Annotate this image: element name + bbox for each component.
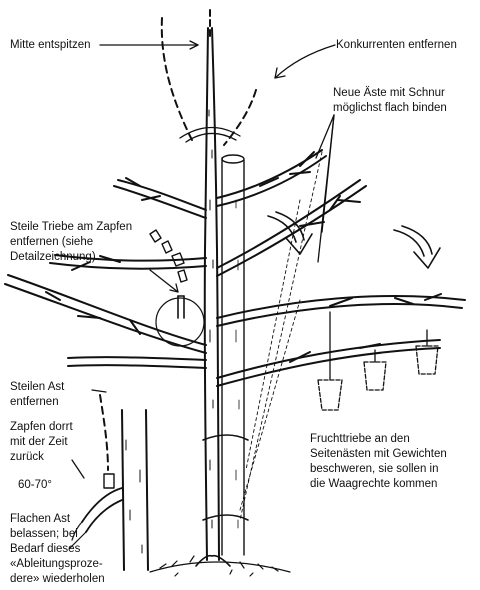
branches <box>5 150 465 386</box>
weights <box>318 312 438 410</box>
trunk <box>196 28 230 566</box>
label-neue-aeste: Neue Äste mit Schnur möglichst flach bin… <box>333 86 447 116</box>
ground <box>150 556 290 576</box>
label-konkurrenten-entfernen: Konkurrenten entfernen <box>336 38 457 53</box>
support-stake <box>222 155 244 555</box>
label-flachen-ast: Flachen Ast belassen; bei Bedarf dieses … <box>10 512 105 587</box>
label-zapfen: Zapfen dorrt mit der Zeit zurück <box>10 420 73 465</box>
label-mitte-entspitzen: Mitte entspitzen <box>10 38 91 53</box>
label-steilen-ast: Steilen Ast entfernen <box>10 380 64 410</box>
bend-arrows <box>268 212 440 268</box>
label-angle: 60-70° <box>18 478 52 493</box>
label-steile-triebe: Steile Triebe am Zapfen entfernen (siehe… <box>10 220 132 265</box>
label-fruchttriebe: Fruchttriebe an den Seitenästen mit Gewi… <box>310 432 447 492</box>
zapfen-stub <box>156 296 204 346</box>
